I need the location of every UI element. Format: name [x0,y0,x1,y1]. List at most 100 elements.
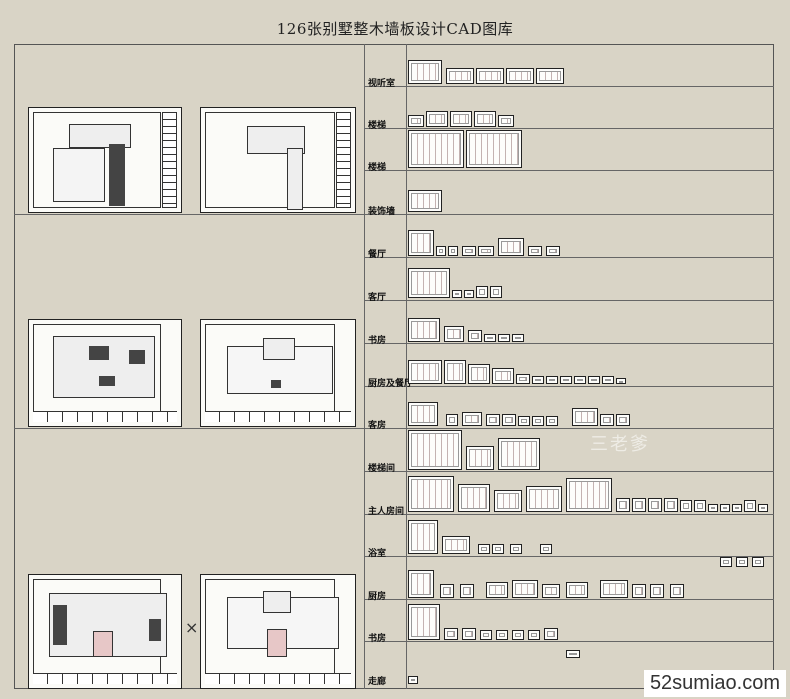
drawing-thumbnail[interactable] [528,630,540,640]
drawing-thumbnail[interactable] [512,334,524,342]
floor-plan-sheet-1[interactable] [28,107,182,213]
drawing-thumbnail[interactable] [616,414,630,426]
drawing-thumbnail[interactable] [532,376,544,384]
drawing-thumbnail[interactable] [542,584,560,598]
drawing-thumbnail[interactable] [452,290,462,298]
drawing-thumbnail[interactable] [566,478,612,512]
drawing-thumbnail[interactable] [518,416,530,426]
drawing-thumbnail[interactable] [512,580,538,598]
drawing-thumbnail[interactable] [492,544,504,554]
drawing-thumbnail[interactable] [720,504,730,512]
drawing-thumbnail[interactable] [442,536,470,554]
drawing-thumbnail[interactable] [426,111,448,127]
close-icon[interactable]: × [185,618,199,637]
drawing-thumbnail[interactable] [476,68,504,84]
drawing-thumbnail[interactable] [536,68,564,84]
drawing-thumbnail[interactable] [708,504,718,512]
drawing-thumbnail[interactable] [544,628,558,640]
drawing-thumbnail[interactable] [408,318,440,342]
drawing-thumbnail[interactable] [650,584,664,598]
drawing-thumbnail[interactable] [486,582,508,598]
drawing-thumbnail[interactable] [448,246,458,256]
drawing-thumbnail[interactable] [694,500,706,512]
drawing-thumbnail[interactable] [444,628,458,640]
drawing-thumbnail[interactable] [616,498,630,512]
drawing-thumbnail[interactable] [532,416,544,426]
drawing-thumbnail[interactable] [462,412,482,426]
drawing-thumbnail[interactable] [408,130,464,168]
drawing-thumbnail[interactable] [546,246,560,256]
drawing-thumbnail[interactable] [408,520,438,554]
drawing-thumbnail[interactable] [408,268,450,298]
drawing-thumbnail[interactable] [468,364,490,384]
drawing-thumbnail[interactable] [462,246,476,256]
drawing-thumbnail[interactable] [458,484,490,512]
drawing-thumbnail[interactable] [632,584,646,598]
drawing-thumbnail[interactable] [720,557,732,567]
drawing-thumbnail[interactable] [502,414,516,426]
drawing-thumbnail[interactable] [602,376,614,384]
floor-plan-sheet-4[interactable] [200,319,356,427]
drawing-thumbnail[interactable] [632,498,646,512]
drawing-thumbnail[interactable] [498,238,524,256]
drawing-thumbnail[interactable] [516,374,530,384]
drawing-thumbnail[interactable] [408,570,434,598]
drawing-thumbnail[interactable] [494,490,522,512]
drawing-thumbnail[interactable] [588,376,600,384]
drawing-thumbnail[interactable] [408,60,442,84]
drawing-thumbnail[interactable] [574,376,586,384]
floor-plan-sheet-6[interactable] [200,574,356,689]
drawing-thumbnail[interactable] [546,416,558,426]
drawing-thumbnail[interactable] [572,408,598,426]
drawing-thumbnail[interactable] [566,650,580,658]
drawing-thumbnail[interactable] [468,330,482,342]
drawing-thumbnail[interactable] [600,414,614,426]
drawing-thumbnail[interactable] [484,334,496,342]
drawing-thumbnail[interactable] [498,438,540,470]
drawing-thumbnail[interactable] [566,582,588,598]
drawing-thumbnail[interactable] [408,190,442,212]
drawing-thumbnail[interactable] [496,630,508,640]
floor-plan-sheet-5[interactable] [28,574,182,689]
drawing-thumbnail[interactable] [464,290,474,298]
drawing-thumbnail[interactable] [540,544,552,554]
drawing-thumbnail[interactable] [450,111,472,127]
drawing-thumbnail[interactable] [444,360,466,384]
drawing-thumbnail[interactable] [408,430,462,470]
drawing-thumbnail[interactable] [758,504,768,512]
drawing-thumbnail[interactable] [498,115,514,127]
drawing-thumbnail[interactable] [732,504,742,512]
drawing-thumbnail[interactable] [408,402,438,426]
drawing-thumbnail[interactable] [560,376,572,384]
drawing-thumbnail[interactable] [408,604,440,640]
drawing-thumbnail[interactable] [474,111,496,127]
drawing-thumbnail[interactable] [462,628,476,640]
drawing-thumbnail[interactable] [436,246,446,256]
drawing-thumbnail[interactable] [736,557,748,567]
drawing-thumbnail[interactable] [460,584,474,598]
drawing-thumbnail[interactable] [408,360,442,384]
drawing-thumbnail[interactable] [476,286,488,298]
drawing-thumbnail[interactable] [752,557,764,567]
drawing-thumbnail[interactable] [600,580,628,598]
drawing-thumbnail[interactable] [478,246,494,256]
drawing-thumbnail[interactable] [526,486,562,512]
drawing-thumbnail[interactable] [506,68,534,84]
drawing-thumbnail[interactable] [664,498,678,512]
drawing-thumbnail[interactable] [680,500,692,512]
drawing-thumbnail[interactable] [490,286,502,298]
drawing-thumbnail[interactable] [478,544,490,554]
drawing-thumbnail[interactable] [512,630,524,640]
drawing-thumbnail[interactable] [408,115,424,127]
drawing-thumbnail[interactable] [440,584,454,598]
drawing-thumbnail[interactable] [616,378,626,384]
drawing-thumbnail[interactable] [446,414,458,426]
drawing-thumbnail[interactable] [498,334,510,342]
drawing-thumbnail[interactable] [466,130,522,168]
drawing-thumbnail[interactable] [510,544,522,554]
drawing-thumbnail[interactable] [480,630,492,640]
drawing-thumbnail[interactable] [408,476,454,512]
drawing-thumbnail[interactable] [492,368,514,384]
drawing-thumbnail[interactable] [466,446,494,470]
drawing-thumbnail[interactable] [670,584,684,598]
